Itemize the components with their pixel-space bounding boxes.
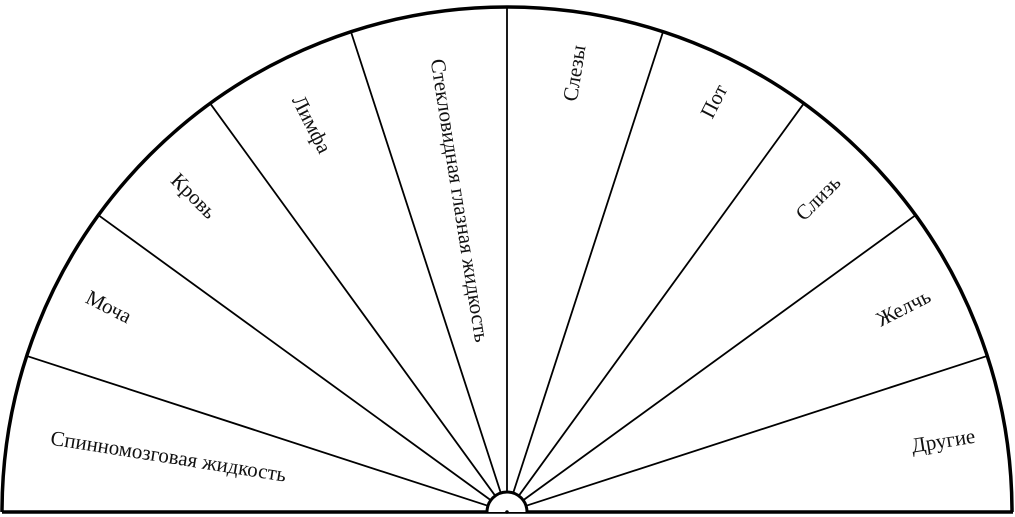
sector-label: Слезы [558, 43, 591, 103]
sector-divider [26, 355, 489, 507]
sector-labels: Спинномозговая жидкость Моча Кровь Лимфа Сте… [49, 43, 977, 486]
sector-label: Стекловидная глазная жидкость [426, 57, 495, 344]
center-dot [505, 510, 509, 514]
sector-label: Слизь [791, 170, 846, 225]
outer-arc [0, 5, 1014, 513]
sector-label: Спинномозговая жидкость [49, 426, 288, 487]
sector-divider [512, 31, 664, 494]
sector-label: Моча [82, 285, 136, 328]
sector-label: Кровь [166, 168, 222, 224]
sector-label: Желчь [872, 284, 934, 332]
sector-dividers [26, 7, 988, 507]
sector-divider [522, 214, 917, 501]
sector-divider [97, 214, 492, 501]
sector-label: Лимфа [287, 91, 337, 157]
sector-divider [518, 102, 805, 497]
sector-label: Пот [695, 80, 732, 122]
sector-label: Другие [910, 424, 977, 458]
sector-divider [209, 102, 496, 497]
sector-divider [525, 355, 988, 507]
sector-divider [350, 31, 502, 494]
center-semicircle [485, 490, 529, 513]
